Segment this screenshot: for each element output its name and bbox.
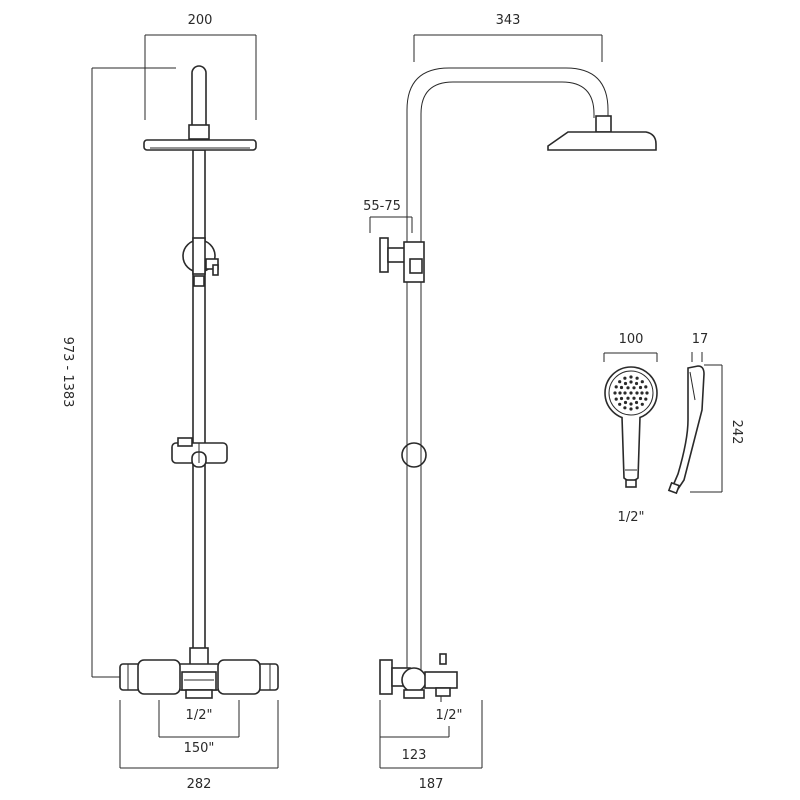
spray-nozzle	[640, 391, 644, 395]
dimension-side-arm-projection: 343	[413, 13, 603, 62]
spray-nozzle	[623, 376, 627, 380]
spray-nozzle	[618, 380, 622, 384]
handset-detail: 100 1/2" 17 242	[603, 332, 744, 525]
dimension-front-centres: 150"	[158, 700, 240, 756]
spray-nozzle	[629, 391, 633, 395]
spray-nozzle	[629, 375, 633, 379]
side-diverter	[379, 237, 425, 283]
front-head-width-label: 200	[188, 13, 213, 28]
side-wall-bracket-label: 55-75	[363, 199, 401, 214]
spray-nozzle	[632, 386, 636, 390]
spray-nozzle	[634, 381, 639, 386]
dimension-front-head-width: 200	[144, 13, 257, 120]
spray-nozzle	[632, 396, 636, 400]
spray-nozzles	[613, 375, 649, 411]
dimension-handset-thickness: 17	[691, 332, 709, 362]
spray-nozzle	[618, 391, 622, 395]
spray-nozzle	[623, 400, 628, 405]
side-thermostatic-bar	[379, 653, 458, 702]
spray-nozzle	[629, 380, 633, 384]
dimension-side-wall-bracket: 55-75	[363, 199, 413, 233]
spray-nozzle	[619, 385, 624, 390]
front-height-label: 973 - 1383	[60, 337, 75, 408]
spray-nozzle	[644, 397, 648, 401]
dimension-front-total-width: 282	[119, 700, 279, 792]
dimension-side-depth-123: 123	[379, 700, 450, 768]
side-depth-123-label: 123	[402, 748, 427, 763]
spray-nozzle	[635, 376, 639, 380]
side-inlet-label: 1/2"	[436, 708, 463, 723]
front-riser-rail	[188, 65, 210, 651]
front-overhead-shower-head	[143, 139, 257, 151]
handset-front	[604, 366, 658, 488]
spray-nozzle	[626, 386, 630, 390]
spray-nozzle	[638, 396, 643, 401]
spray-nozzle	[640, 402, 644, 406]
dimension-side-depth-187: 187	[380, 700, 483, 792]
spray-nozzle	[618, 402, 622, 406]
spray-nozzle	[638, 385, 643, 390]
side-riser-and-arm	[406, 67, 612, 680]
spray-nozzle	[629, 402, 633, 406]
side-arm-projection-label: 343	[496, 13, 521, 28]
spray-nozzle	[623, 391, 627, 395]
spray-nozzle	[640, 380, 644, 384]
spray-nozzle	[644, 385, 648, 389]
front-diverter	[182, 237, 219, 287]
spray-nozzle	[619, 396, 624, 401]
handset-length-label: 242	[729, 420, 744, 445]
front-centres-label: 150"	[184, 741, 215, 756]
handset-inlet-label: 1/2"	[618, 510, 645, 525]
dimension-handset-diameter: 100	[603, 332, 658, 362]
side-depth-187-label: 187	[419, 777, 444, 792]
spray-nozzle	[623, 381, 628, 386]
side-handset-holder	[401, 442, 427, 468]
spray-nozzle	[635, 391, 639, 395]
handset-side	[667, 365, 705, 495]
handset-thickness-label: 17	[692, 332, 709, 347]
front-handset-holder	[171, 437, 228, 468]
dimension-handset-length: 242	[690, 364, 744, 493]
spray-nozzle	[645, 391, 649, 395]
spray-nozzle	[635, 406, 639, 410]
front-inlet-label: 1/2"	[186, 708, 213, 723]
front-thermostatic-bar	[119, 647, 279, 699]
spray-nozzle	[614, 385, 618, 389]
front-total-width-label: 282	[187, 777, 212, 792]
side-view: 343 55-75	[363, 13, 657, 792]
spray-nozzle	[629, 407, 633, 411]
front-view: 200 973 - 1383	[60, 13, 279, 792]
dimension-front-height: 973 - 1383	[60, 67, 176, 678]
spray-nozzle	[614, 397, 618, 401]
handset-diameter-label: 100	[619, 332, 644, 347]
side-overhead-shower-head	[547, 131, 657, 151]
spray-nozzle	[634, 400, 639, 405]
spray-nozzle	[623, 406, 627, 410]
spray-nozzle	[626, 396, 630, 400]
spray-nozzle	[613, 391, 617, 395]
